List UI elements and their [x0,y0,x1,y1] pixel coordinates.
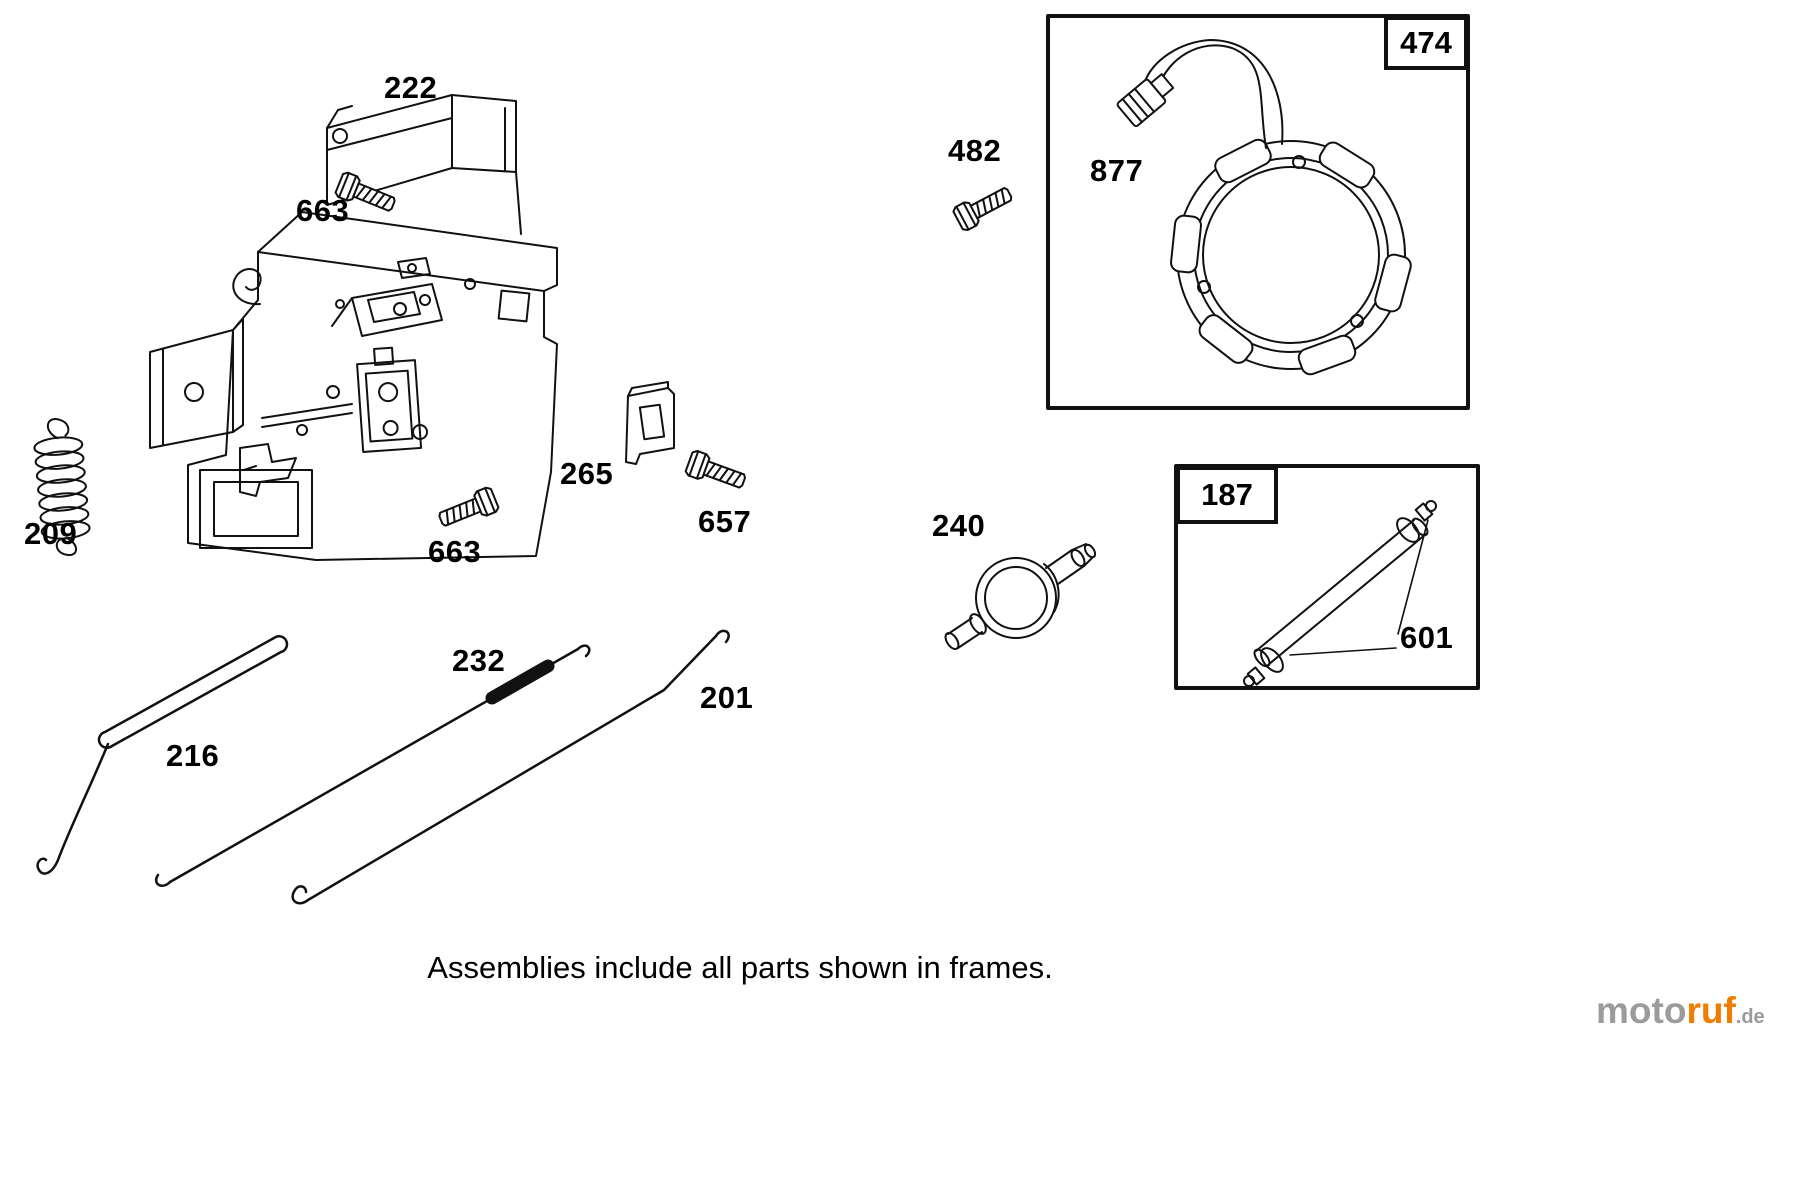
watermark-brand-orange: ruf [1686,990,1736,1031]
clip-265-drawing [625,381,675,465]
frame-label-187: 187 [1176,466,1278,524]
fuel-hose-601-drawing [1243,500,1437,687]
part-label-265: 265 [560,456,614,491]
part-label-482: 482 [948,133,1002,168]
part-label-877: 877 [1090,153,1144,188]
spring-209-drawing [33,418,91,557]
watermark-tld: .de [1735,1006,1765,1028]
flywheel-877-drawing [1116,39,1412,376]
part-label-601: 601 [1400,620,1454,655]
diagram-caption: Assemblies include all parts shown in fr… [427,950,1053,985]
bolt-663-mid-drawing [435,485,501,534]
part-label-240: 240 [932,508,986,543]
watermark-brand-gray: moto [1596,990,1687,1031]
frame-187-box [1174,464,1480,690]
bolt-482-drawing [951,180,1017,233]
part-label-216: 216 [166,738,220,773]
bolt-657-drawing [683,448,750,495]
part-label-209: 209 [24,516,78,551]
part-label-663-mid: 663 [428,534,482,569]
part-label-657: 657 [698,504,752,539]
part-label-663-top: 663 [296,193,350,228]
frame-474-box [1046,14,1470,410]
rod-216-drawing [36,635,289,875]
fuel-filter-240-drawing [944,543,1097,651]
frame-label-474: 474 [1384,16,1468,70]
watermark: motoruf.de [1596,990,1765,1032]
part-label-232: 232 [452,643,506,678]
rod-201-drawing [291,629,730,905]
cable-232-drawing [154,644,591,887]
control-bracket-drawing [149,94,558,561]
part-label-201: 201 [700,680,754,715]
part-label-222: 222 [384,70,438,105]
